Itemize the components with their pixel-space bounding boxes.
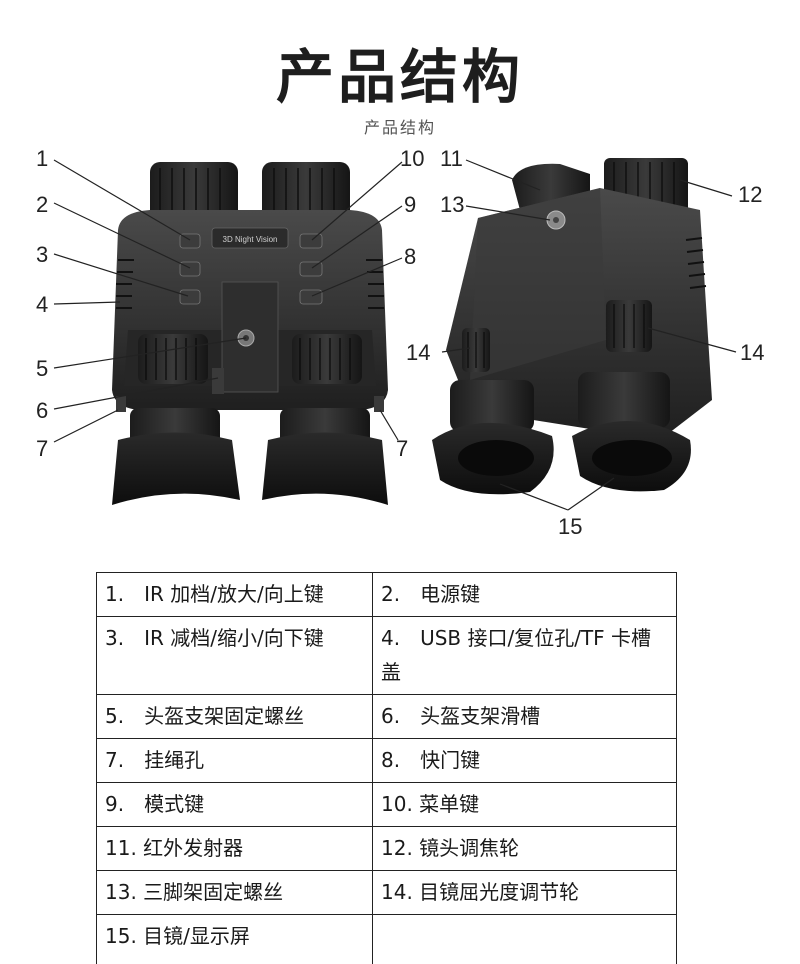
table-cell: 11. 红外发射器 bbox=[97, 827, 373, 871]
table-cell: 13. 三脚架固定螺丝 bbox=[97, 871, 373, 915]
callout-label: 10 bbox=[400, 146, 424, 171]
table-cell: 10. 菜单键 bbox=[373, 783, 677, 827]
callout-label: 14 bbox=[406, 340, 430, 365]
product-structure-diagram: 3D Night Vision bbox=[0, 140, 800, 560]
table-cell: 15. 目镜/显示屏 bbox=[97, 915, 373, 964]
callout-label: 4 bbox=[36, 292, 48, 317]
callout-label: 8 bbox=[404, 244, 416, 269]
callout-label: 13 bbox=[440, 192, 464, 217]
table-row: 15. 目镜/显示屏 bbox=[97, 915, 677, 964]
table-cell: 14. 目镜屈光度调节轮 bbox=[373, 871, 677, 915]
callout-label: 14 bbox=[740, 340, 764, 365]
device-logo-text: 3D Night Vision bbox=[223, 235, 278, 244]
table-cell bbox=[373, 915, 677, 964]
table-cell: 8. 快门键 bbox=[373, 739, 677, 783]
front-view-device: 3D Night Vision bbox=[112, 162, 388, 505]
callout-label: 9 bbox=[404, 192, 416, 217]
callout-label: 5 bbox=[36, 356, 48, 381]
callout-label: 6 bbox=[36, 398, 48, 423]
table-cell: 1. IR 加档/放大/向上键 bbox=[97, 573, 373, 617]
table-cell: 2. 电源键 bbox=[373, 573, 677, 617]
callout-label: 12 bbox=[738, 182, 762, 207]
callout-label: 15 bbox=[558, 514, 582, 539]
table-cell: 12. 镜头调焦轮 bbox=[373, 827, 677, 871]
table-cell: 5. 头盔支架固定螺丝 bbox=[97, 695, 373, 739]
callout-label: 2 bbox=[36, 192, 48, 217]
callout-label: 7 bbox=[36, 436, 48, 461]
table-cell: 6. 头盔支架滑槽 bbox=[373, 695, 677, 739]
table-cell: 4. USB 接口/复位孔/TF 卡槽盖 bbox=[373, 617, 677, 695]
table-cell: 3. IR 减档/缩小/向下键 bbox=[97, 617, 373, 695]
side-view-device bbox=[432, 158, 712, 494]
callout-label: 11 bbox=[440, 146, 463, 171]
page-title: 产品结构 bbox=[0, 30, 800, 114]
callout-label: 7 bbox=[396, 436, 408, 461]
callout-label: 3 bbox=[36, 242, 48, 267]
table-cell: 7. 挂绳孔 bbox=[97, 739, 373, 783]
table-cell: 9. 模式键 bbox=[97, 783, 373, 827]
callout-label: 1 bbox=[36, 146, 48, 171]
page-subtitle: 产品结构 bbox=[0, 114, 800, 138]
